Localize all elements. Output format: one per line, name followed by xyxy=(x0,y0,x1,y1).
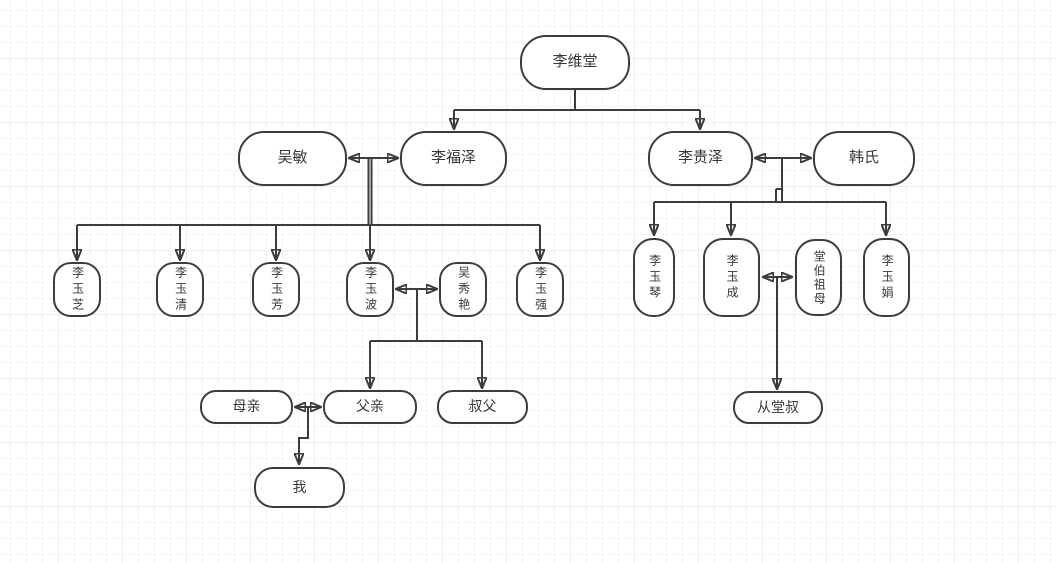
edge-parents-to-me[interactable] xyxy=(299,407,309,464)
node-tangbozumu[interactable]: 堂伯祖母 xyxy=(795,239,842,316)
node-fuqin[interactable]: 父亲 xyxy=(323,390,417,424)
node-label: 李玉琴 xyxy=(647,253,662,302)
node-label: 李玉波 xyxy=(363,265,378,314)
node-label: 叔父 xyxy=(468,398,497,415)
node-liyuqiang[interactable]: 李玉强 xyxy=(516,262,564,317)
node-wuxiuyan[interactable]: 吴秀艳 xyxy=(439,262,487,317)
edge-lifuze-children-bus[interactable] xyxy=(77,158,540,260)
node-label: 李贵泽 xyxy=(677,149,723,167)
node-label: 李玉娟 xyxy=(880,253,895,302)
node-label: 李玉芳 xyxy=(269,265,284,314)
node-label: 韩氏 xyxy=(848,149,879,167)
node-liyufang[interactable]: 李玉芳 xyxy=(252,262,300,317)
edge-liweitang-to-sons[interactable] xyxy=(454,90,700,129)
node-liweitang[interactable]: 李维堂 xyxy=(520,35,630,90)
node-liyuzhi[interactable]: 李玉芝 xyxy=(53,262,101,317)
node-wo[interactable]: 我 xyxy=(254,467,345,508)
node-label: 从堂叔 xyxy=(757,398,799,415)
node-congtangshu[interactable]: 从堂叔 xyxy=(733,391,823,424)
node-label: 吴秀艳 xyxy=(456,265,471,314)
node-label: 母亲 xyxy=(232,398,261,415)
edge-liguize-children-bus[interactable] xyxy=(654,158,886,235)
node-hanshi[interactable]: 韩氏 xyxy=(813,131,915,186)
node-liyucheng[interactable]: 李玉成 xyxy=(703,238,760,317)
node-label: 李玉芝 xyxy=(70,265,85,314)
node-label: 李玉强 xyxy=(533,265,548,314)
node-wumin[interactable]: 吴敏 xyxy=(238,131,347,186)
node-label: 我 xyxy=(292,478,307,495)
edge-liyubo-children-bus[interactable] xyxy=(370,289,482,388)
node-label: 李维堂 xyxy=(552,53,598,71)
node-label: 吴敏 xyxy=(277,149,308,167)
node-shufu[interactable]: 叔父 xyxy=(437,390,528,424)
node-lifuze[interactable]: 李福泽 xyxy=(400,131,507,186)
node-liyuqin[interactable]: 李玉琴 xyxy=(633,238,675,317)
node-label: 堂伯祖母 xyxy=(812,249,827,306)
node-muqin[interactable]: 母亲 xyxy=(200,390,293,424)
node-liyuqing[interactable]: 李玉清 xyxy=(156,262,204,317)
node-liguize[interactable]: 李贵泽 xyxy=(648,131,753,186)
node-liyubo[interactable]: 李玉波 xyxy=(346,262,394,317)
node-liyujuan[interactable]: 李玉娟 xyxy=(863,238,910,317)
node-label: 李福泽 xyxy=(430,149,476,167)
node-label: 李玉成 xyxy=(725,253,740,302)
node-label: 李玉清 xyxy=(173,265,188,314)
node-label: 父亲 xyxy=(356,398,384,415)
